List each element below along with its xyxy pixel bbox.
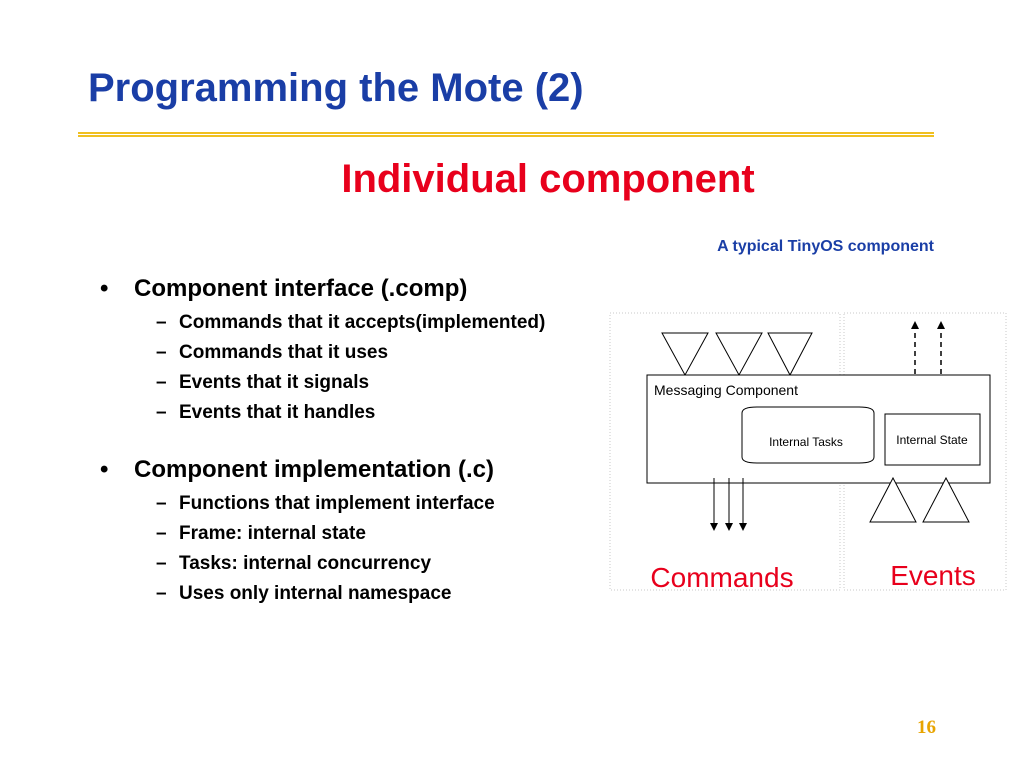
slide-title: Programming the Mote (2) [88,66,584,110]
slide-subtitle: Individual component [341,157,755,201]
sub-bullet: –Events that it signals [100,368,545,398]
page-number: 16 [917,717,936,738]
sub-bullet-text: Frame: internal state [179,523,366,544]
dash-marker: – [156,372,167,393]
bullet-text: Component implementation (.c) [134,456,494,483]
dash-marker: – [156,342,167,363]
bullet-implementation: • Component implementation (.c) [100,455,545,485]
sub-bullet-text: Events that it handles [179,402,376,423]
bullet-dot: • [100,275,109,302]
dash-marker: – [156,583,167,604]
sub-bullet-text: Commands that it accepts(implemented) [179,312,546,333]
events-label: Events [890,560,976,591]
bullet-outline: •Component interface (.comp) –Commands t… [100,274,545,609]
dash-marker: – [156,493,167,514]
component-label: Messaging Component [654,382,798,398]
bullet-interface: • Component interface (.comp) [100,274,545,304]
sub-bullet-text: Events that it signals [179,372,370,393]
title-divider [78,132,934,137]
bullet-text: Component interface (.comp) [134,275,468,302]
sub-bullet-text: Tasks: internal concurrency [179,553,432,574]
sub-bullet: –Events that it handles [100,398,545,428]
sub-bullet-text: Functions that implement interface [179,493,495,514]
events-panel [843,312,1007,591]
sub-bullet: –Frame: internal state [100,519,545,549]
sub-bullet: –Tasks: internal concurrency [100,549,545,579]
figure-caption: A typical TinyOS component [717,238,934,255]
messaging-component-box [646,374,991,484]
sub-bullet: –Commands that it uses [100,338,545,368]
internal-state-label: Internal State [896,433,968,447]
internal-state-box [884,413,981,466]
sub-bullet: –Commands that it accepts(implemented) [100,308,545,338]
command-input-triangle [661,332,709,377]
sub-bullet-text: Uses only internal namespace [179,583,452,604]
commands-panel [609,312,841,591]
internal-tasks-label: Internal Tasks [769,435,843,449]
commands-label: Commands [650,562,793,593]
sub-bullet: –Uses only internal namespace [100,579,545,609]
command-input-triangle [767,332,813,377]
dash-marker: – [156,312,167,333]
command-input-triangle [715,332,763,377]
event-input-triangle [869,476,917,523]
sub-bullet-text: Commands that it uses [179,342,389,363]
bullet-dot: • [100,456,109,483]
dash-marker: – [156,402,167,423]
dash-marker: – [156,523,167,544]
sub-bullet: –Functions that implement interface [100,489,545,519]
event-input-triangle [922,476,970,523]
dash-marker: – [156,553,167,574]
internal-tasks-shape [741,406,875,464]
